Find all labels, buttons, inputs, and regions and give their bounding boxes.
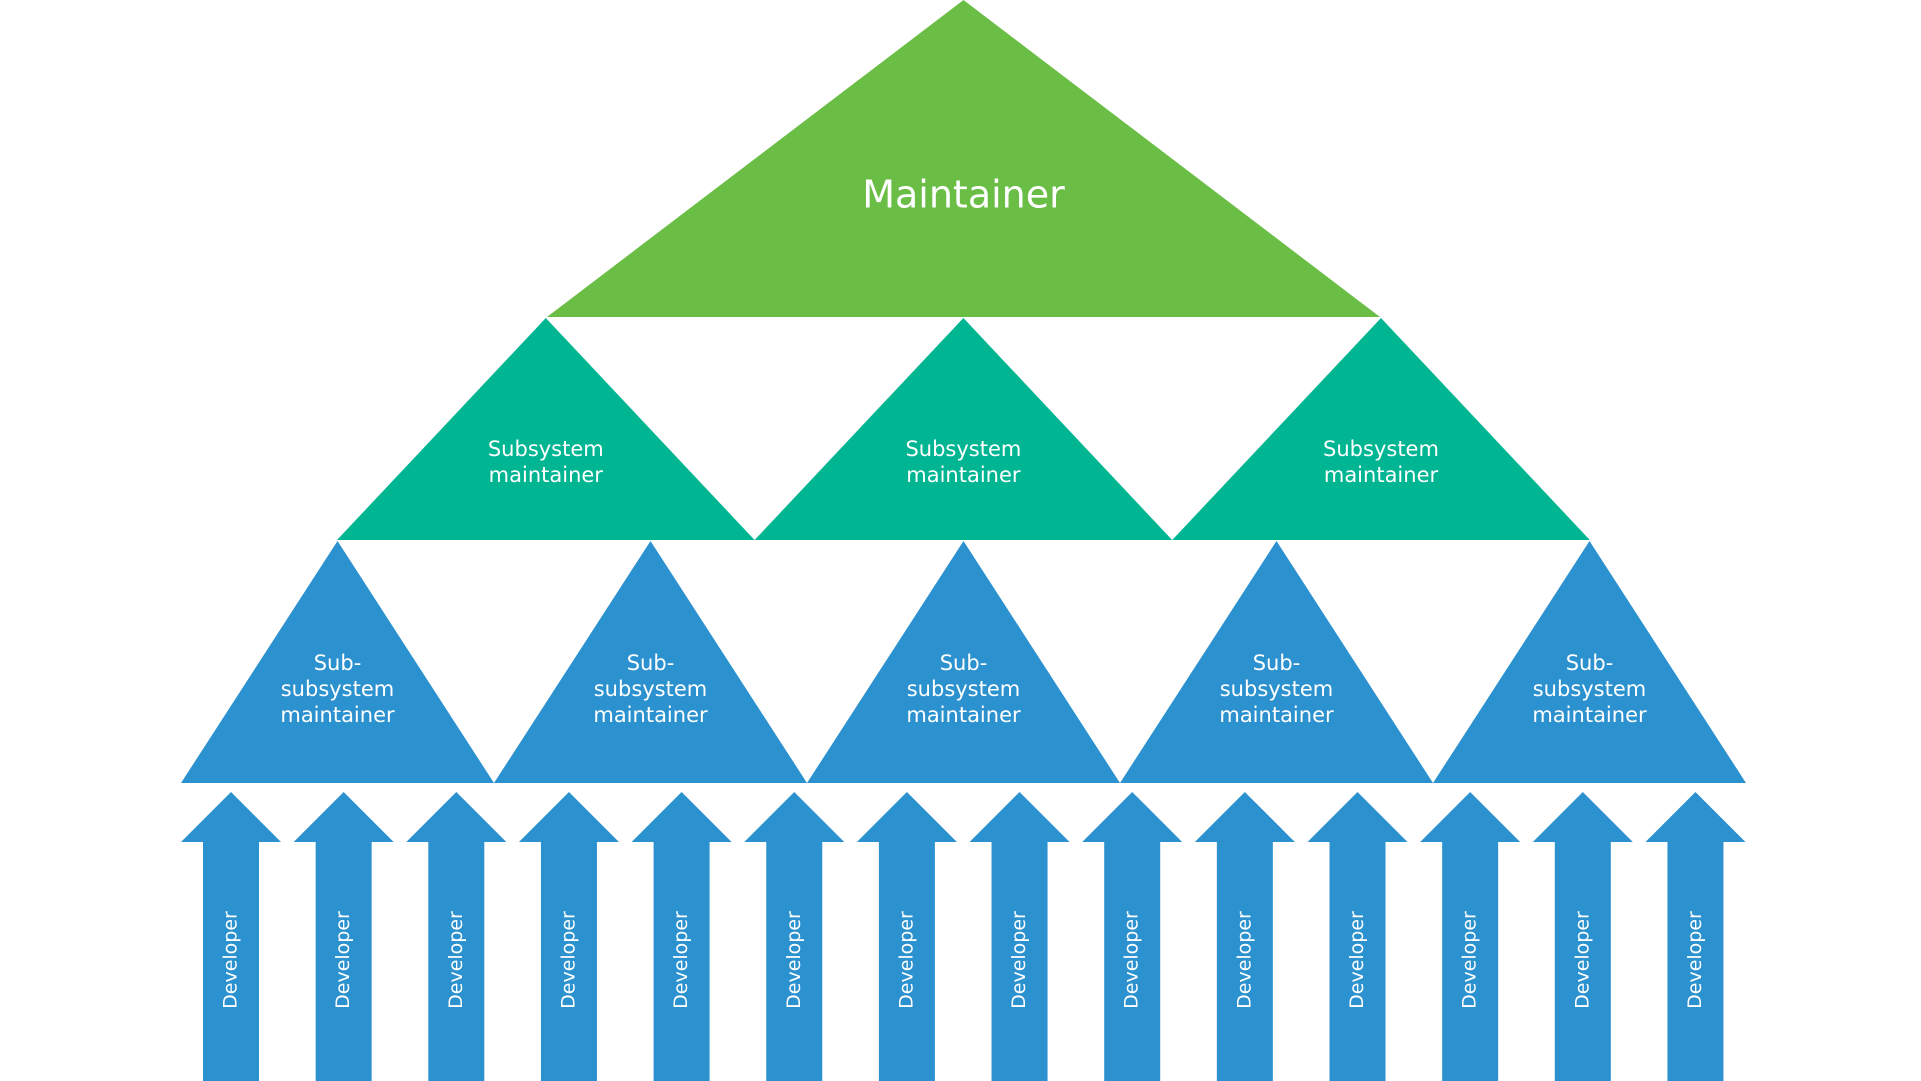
arrow-up-icon [1532, 792, 1633, 1081]
developer-arrow: Developer [631, 792, 732, 1081]
developer-level: Developer Developer Developer Developer Deve… [181, 792, 1746, 1081]
developer-label: Developer [1121, 911, 1143, 1009]
developer-arrow: Developer [518, 792, 619, 1081]
maintainer-triangle: Maintainer [547, 0, 1380, 317]
label-line: maintainer [593, 703, 708, 727]
developer-label: Developer [895, 911, 917, 1009]
subsubsystem-maintainer-triangle-shape [494, 541, 807, 783]
label-line: Subsystem [488, 437, 604, 461]
label-line: Subsystem [905, 437, 1021, 461]
label-line: maintainer [280, 703, 395, 727]
subsubsystem-level: Sub-subsystemmaintainerSub-subsystemmain… [181, 541, 1746, 783]
arrow-up-icon [631, 792, 732, 1081]
label-line: maintainer [906, 463, 1021, 487]
developer-label: Developer [557, 911, 579, 1009]
label-line: Maintainer [862, 173, 1065, 217]
developer-label: Developer [670, 911, 692, 1009]
developer-arrow: Developer [1645, 792, 1746, 1081]
developer-arrow: Developer [1307, 792, 1408, 1081]
developer-label: Developer [1684, 911, 1706, 1009]
developer-arrow: Developer [181, 792, 281, 1081]
developer-label: Developer [1571, 911, 1593, 1009]
label-line: subsystem [1533, 677, 1647, 701]
arrow-up-icon [181, 792, 281, 1081]
label-line: maintainer [906, 703, 1021, 727]
arrow-up-icon [969, 792, 1070, 1081]
subsubsystem-maintainer-triangle-shape [1433, 541, 1746, 783]
developer-arrow: Developer [406, 792, 507, 1081]
arrow-up-icon [1082, 792, 1183, 1081]
subsystem-maintainer-triangle-shape [754, 318, 1173, 540]
label-line: Sub- [627, 651, 675, 675]
developer-arrow: Developer [744, 792, 845, 1081]
developer-label: Developer [1233, 911, 1255, 1009]
subsubsystem-maintainer-triangle-shape [1120, 541, 1433, 783]
developer-label: Developer [783, 911, 805, 1009]
label-line: subsystem [1220, 677, 1334, 701]
subsystem-maintainer-triangle-shape [337, 318, 755, 540]
label-line: Sub- [1566, 651, 1614, 675]
developer-arrow: Developer [1194, 792, 1295, 1081]
arrow-up-icon [406, 792, 507, 1081]
subsystem-level: SubsystemmaintainerSubsystemmaintainerSu… [337, 318, 1590, 540]
label-line: maintainer [1532, 703, 1647, 727]
label-line: Sub- [940, 651, 988, 675]
arrow-up-icon [1194, 792, 1295, 1081]
label-line: maintainer [489, 463, 604, 487]
label-line: Sub- [314, 651, 362, 675]
arrow-up-icon [1420, 792, 1521, 1081]
developer-label: Developer [1346, 911, 1368, 1009]
label-line: subsystem [281, 677, 395, 701]
developer-arrow: Developer [856, 792, 957, 1081]
arrow-up-icon [1645, 792, 1746, 1081]
label-line: subsystem [594, 677, 708, 701]
developer-label: Developer [332, 911, 354, 1009]
label-line: maintainer [1324, 463, 1439, 487]
arrow-up-icon [1307, 792, 1408, 1081]
arrow-up-icon [518, 792, 619, 1081]
label-line: subsystem [907, 677, 1021, 701]
developer-arrow: Developer [293, 792, 394, 1081]
developer-label: Developer [1008, 911, 1030, 1009]
developer-label: Developer [445, 911, 467, 1009]
maintainer-triangle-shape [547, 0, 1380, 317]
developer-label: Developer [220, 911, 242, 1009]
arrow-up-icon [744, 792, 845, 1081]
arrow-up-icon [293, 792, 394, 1081]
maintainer-level: Maintainer [547, 0, 1380, 317]
developer-arrow: Developer [1082, 792, 1183, 1081]
developer-arrow: Developer [969, 792, 1070, 1081]
developer-label: Developer [1459, 911, 1481, 1009]
arrow-up-icon [856, 792, 957, 1081]
label-line: Subsystem [1323, 437, 1439, 461]
developer-arrow: Developer [1532, 792, 1633, 1081]
label-line: maintainer [1219, 703, 1334, 727]
developer-arrow: Developer [1420, 792, 1521, 1081]
subsubsystem-maintainer-triangle-shape [181, 541, 494, 783]
subsubsystem-maintainer-triangle-shape [807, 541, 1120, 783]
label-line: Sub- [1253, 651, 1301, 675]
subsystem-maintainer-triangle-shape [1172, 318, 1590, 540]
